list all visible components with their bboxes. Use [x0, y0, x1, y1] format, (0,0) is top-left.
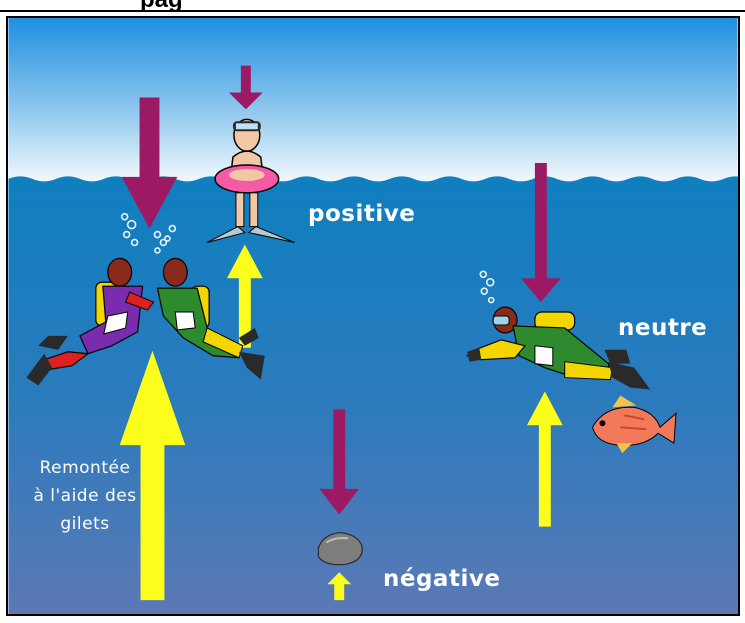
label-positive: positive: [308, 201, 415, 227]
label-remontee-line-3: gilets: [22, 510, 148, 538]
buoyancy-diagram: positive neutre négative Remontée à l'ai…: [6, 16, 740, 616]
label-remontee-line-1: Remontée: [22, 454, 148, 482]
label-remontee-line-2: à l'aide des: [22, 482, 148, 510]
label-remontee: Remontée à l'aide des gilets: [22, 454, 148, 538]
label-neutre: neutre: [618, 315, 707, 341]
sky: [8, 18, 737, 182]
water: [8, 176, 738, 614]
label-negative: négative: [383, 566, 500, 592]
title-rule: [0, 10, 745, 12]
